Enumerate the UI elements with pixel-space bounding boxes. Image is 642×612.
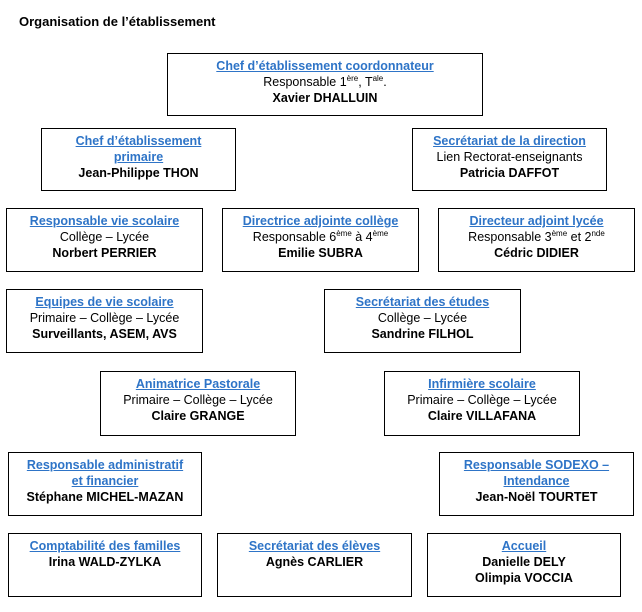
- box-person: Danielle DELY: [482, 555, 566, 569]
- box-title[interactable]: Accueil: [501, 539, 547, 553]
- box-person: Patricia DAFFOT: [459, 166, 560, 180]
- box-description: Primaire – Collège – Lycée: [29, 311, 180, 325]
- box-person: Irina WALD-ZYLKA: [48, 555, 162, 569]
- box-person: Stéphane MICHEL-MAZAN: [26, 490, 184, 504]
- box-person: Norbert PERRIER: [52, 246, 157, 260]
- box-vie-scolaire: Responsable vie scolaire Collège – Lycée…: [6, 208, 203, 272]
- box-person: Claire GRANGE: [151, 409, 245, 423]
- box-title[interactable]: Animatrice Pastorale: [135, 377, 261, 391]
- box-title-line2[interactable]: primaire: [113, 150, 164, 164]
- box-equipes-vie-scolaire: Equipes de vie scolaire Primaire – Collè…: [6, 289, 203, 353]
- box-description: Responsable 1ère, Tale.: [263, 73, 387, 89]
- box-title[interactable]: Responsable administratif: [26, 458, 184, 472]
- box-title[interactable]: Directeur adjoint lycée: [469, 214, 604, 228]
- box-person: Sandrine FILHOL: [371, 327, 474, 341]
- box-title[interactable]: Secrétariat de la direction: [433, 134, 586, 148]
- box-chef-primaire: Chef d’établissement primaire Jean-Phili…: [41, 128, 236, 191]
- box-secretariat-direction: Secrétariat de la direction Lien Rectora…: [412, 128, 607, 191]
- box-animatrice-pastorale: Animatrice Pastorale Primaire – Collège …: [100, 371, 296, 436]
- box-title[interactable]: Chef d’établissement: [75, 134, 202, 148]
- box-title-line2[interactable]: et financier: [71, 474, 139, 488]
- box-title[interactable]: Secrétariat des élèves: [248, 539, 381, 553]
- page-title: Organisation de l’établissement: [19, 14, 216, 29]
- box-person: Cédric DIDIER: [494, 246, 579, 260]
- box-description: Lien Rectorat-enseignants: [436, 150, 583, 164]
- box-comptabilite-familles: Comptabilité des familles Irina WALD-ZYL…: [8, 533, 202, 597]
- box-person: Agnès CARLIER: [265, 555, 364, 569]
- box-description: Primaire – Collège – Lycée: [123, 393, 273, 407]
- box-person: Jean-Philippe THON: [78, 166, 199, 180]
- box-title-line2[interactable]: Intendance: [503, 474, 570, 488]
- box-person: Emilie SUBRA: [278, 246, 363, 260]
- box-chef-coordonnateur: Chef d’établissement coordonnateur Respo…: [167, 53, 483, 116]
- box-person: Surveillants, ASEM, AVS: [32, 327, 177, 341]
- box-title[interactable]: Chef d’établissement coordonnateur: [216, 59, 434, 73]
- box-person-2: Olimpia VOCCIA: [475, 571, 573, 585]
- box-accueil: Accueil Danielle DELY Olimpia VOCCIA: [427, 533, 621, 597]
- box-title[interactable]: Comptabilité des familles: [29, 539, 181, 553]
- box-title[interactable]: Responsable SODEXO –: [463, 458, 610, 472]
- box-person: Claire VILLAFANA: [427, 409, 537, 423]
- box-secretariat-eleves: Secrétariat des élèves Agnès CARLIER: [217, 533, 412, 597]
- box-responsable-sodexo: Responsable SODEXO – Intendance Jean-Noë…: [439, 452, 634, 516]
- box-infirmiere-scolaire: Infirmière scolaire Primaire – Collège –…: [384, 371, 580, 436]
- box-person: Jean-Noël TOURTET: [475, 490, 598, 504]
- box-title[interactable]: Secrétariat des études: [355, 295, 490, 309]
- box-title[interactable]: Responsable vie scolaire: [29, 214, 180, 228]
- box-description: Responsable 3ème et 2nde: [468, 228, 605, 244]
- box-title[interactable]: Equipes de vie scolaire: [35, 295, 174, 309]
- box-secretariat-etudes: Secrétariat des études Collège – Lycée S…: [324, 289, 521, 353]
- box-adjointe-college: Directrice adjointe collège Responsable …: [222, 208, 419, 272]
- box-description: Collège – Lycée: [59, 230, 150, 244]
- box-description: Primaire – Collège – Lycée: [407, 393, 557, 407]
- box-person: Xavier DHALLUIN: [272, 91, 378, 105]
- box-description: Responsable 6ème à 4ème: [252, 228, 389, 244]
- box-title[interactable]: Infirmière scolaire: [428, 377, 536, 391]
- box-responsable-administratif: Responsable administratif et financier S…: [8, 452, 202, 516]
- box-description: Collège – Lycée: [377, 311, 468, 325]
- box-title[interactable]: Directrice adjointe collège: [242, 214, 399, 228]
- box-adjoint-lycee: Directeur adjoint lycée Responsable 3ème…: [438, 208, 635, 272]
